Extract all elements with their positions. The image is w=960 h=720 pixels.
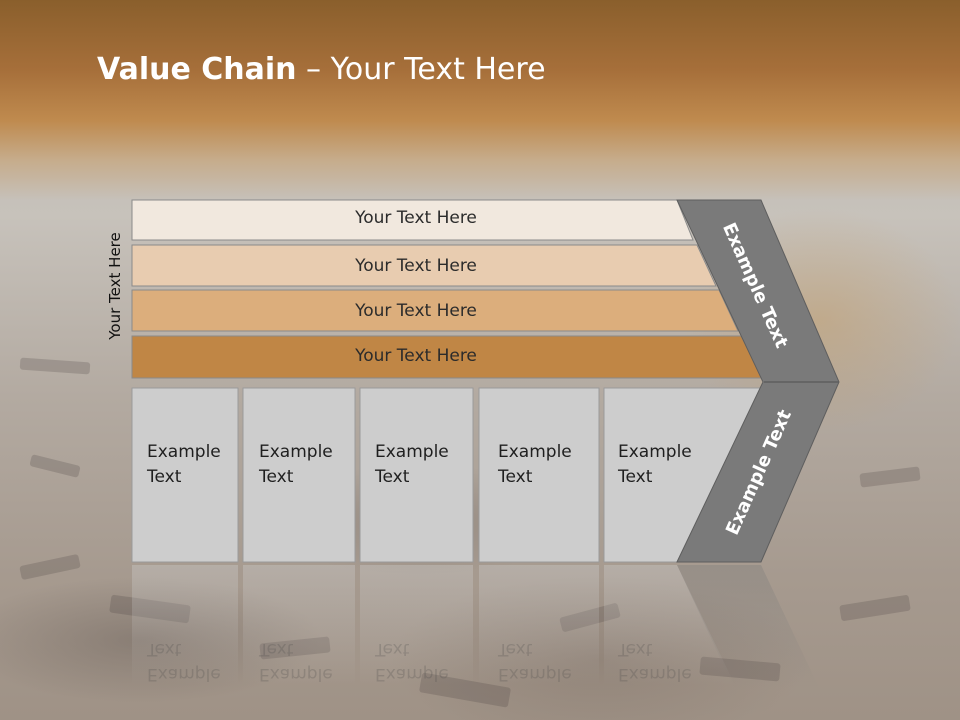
header-band	[0, 0, 960, 200]
box-4-reflection	[479, 565, 599, 685]
bar-1-label: Your Text Here	[355, 208, 477, 228]
box-2[interactable]	[242, 387, 356, 563]
chevron-arrow[interactable]	[676, 199, 840, 563]
bar-3[interactable]	[131, 289, 739, 332]
title-rest: – Your Text Here	[296, 52, 546, 87]
bar-4-label: Your Text Here	[355, 346, 477, 366]
box-1[interactable]	[131, 387, 239, 563]
box-1-reflection	[132, 565, 238, 685]
bar-3-label: Your Text Here	[355, 301, 477, 321]
slide-title: Value Chain – Your Text Here	[97, 52, 546, 87]
box-3[interactable]	[359, 387, 474, 563]
box-5-reflection	[604, 565, 735, 685]
chevron-reflection	[677, 565, 820, 690]
title-bold: Value Chain	[97, 52, 297, 87]
bar-2[interactable]	[131, 244, 717, 287]
box-3-reflection	[360, 565, 473, 685]
box-2-reflection	[243, 565, 355, 685]
bar-2-label: Your Text Here	[355, 256, 477, 276]
box-4[interactable]	[478, 387, 600, 563]
bar-1[interactable]	[131, 199, 694, 241]
